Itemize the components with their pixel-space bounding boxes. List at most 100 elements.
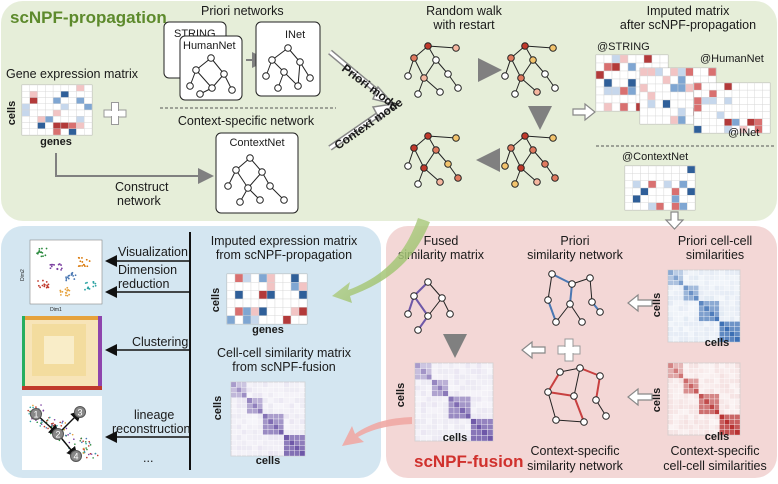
psim-cell (672, 269, 679, 276)
fused-cell (425, 379, 432, 386)
appsim-cell (246, 413, 253, 420)
csim-cell (678, 403, 684, 410)
construct-arrow (55, 153, 214, 184)
app-expr-cell (258, 298, 268, 308)
csim-cell (729, 383, 736, 389)
fused-cell (470, 407, 477, 414)
appsim-cell (278, 392, 285, 399)
tsne-point (45, 247, 48, 250)
app-expr-cell (266, 307, 276, 316)
psim-cell (667, 274, 674, 281)
fused-cell (420, 412, 427, 419)
csim-cell (683, 419, 689, 425)
appsim-cell (299, 445, 306, 451)
expr-cell (76, 84, 85, 92)
appsim-cell (288, 450, 295, 457)
fused-cell (453, 396, 460, 403)
imp-contextnet-cell (624, 180, 633, 189)
graph-node (541, 160, 549, 168)
csim-cell (729, 429, 736, 436)
graph-node (511, 90, 519, 98)
fused-cell (470, 418, 477, 425)
fused-cell (464, 390, 471, 397)
csim-cell (672, 424, 679, 431)
appsim-cell (230, 434, 237, 441)
csim-cell (719, 367, 725, 374)
app-similarity-matrix (230, 381, 306, 457)
csim-cell (724, 409, 730, 415)
fused-label-2: similarity matrix (398, 248, 485, 262)
psim-cell (734, 300, 741, 307)
psim-cell (672, 290, 679, 296)
graph-edge (547, 371, 561, 393)
psim-cell (698, 300, 705, 307)
psim-cell (714, 274, 720, 281)
csim-cell (719, 419, 725, 425)
appsim-cell (241, 429, 248, 436)
imp-humannet-cell (677, 91, 686, 101)
fused-cell (414, 373, 421, 380)
app-expr-cell (274, 315, 284, 325)
csim-cell (693, 388, 700, 395)
tsne-point (39, 286, 42, 289)
csim-cell (729, 393, 736, 400)
appsim-cell (273, 434, 279, 441)
psim-cell (708, 280, 715, 286)
imp-inet-cell (754, 82, 763, 91)
imp-inet-cell (701, 82, 710, 91)
appsim-cell (267, 429, 274, 436)
imp-inet-cell (762, 104, 771, 112)
imp-contextnet-cell (655, 173, 665, 181)
psim-cell (734, 290, 741, 296)
tsne-point (64, 291, 67, 294)
fused-cell (464, 368, 471, 375)
graph-node (586, 274, 594, 282)
imp-inet-cell (701, 97, 710, 105)
lineage-point (35, 406, 37, 408)
psim-cell (683, 321, 689, 327)
csim-cell (698, 367, 705, 374)
imp-string-cell (635, 54, 645, 64)
csim-cell (672, 367, 679, 374)
appsim-cell (241, 434, 248, 441)
app-matrix-genes-label: genes (252, 324, 284, 336)
fused-cell (453, 407, 460, 414)
psim-cell (734, 321, 741, 327)
lineage-point (62, 420, 64, 423)
imp-humannet-cell (639, 75, 648, 85)
fused-cell (431, 401, 438, 408)
imp-inet-cell (724, 89, 733, 98)
psim-cell (729, 280, 736, 286)
fused-cell (481, 401, 488, 408)
csim-cell (729, 378, 736, 384)
lineage-point (54, 423, 56, 426)
csim-cell (698, 393, 705, 400)
appsim-cell (294, 397, 300, 404)
appsim-cell (273, 387, 279, 393)
fused-cell (431, 412, 438, 419)
imp-humannet-cell (685, 67, 694, 77)
imp-humannet-cell (700, 67, 709, 77)
csim-cell (693, 424, 700, 431)
fused-cell (481, 407, 488, 414)
fused-cell (481, 424, 488, 431)
imp-string-cell (611, 102, 621, 112)
app-matrix-cells-label: cells (210, 288, 222, 312)
psim-cell (667, 310, 674, 317)
expr-cell (60, 97, 69, 104)
imp-inet-cell (731, 97, 740, 105)
expr-cell (21, 91, 30, 98)
lineage-point (40, 404, 42, 406)
graph-node (507, 54, 515, 62)
psim-cell (683, 274, 689, 281)
app-expr-cell (266, 290, 276, 300)
graph-edge (413, 295, 429, 317)
expr-cell (37, 122, 46, 129)
expr-cell (29, 91, 38, 98)
fused-cell (470, 362, 477, 369)
csim-cell (678, 429, 684, 436)
lineage-point (58, 439, 61, 442)
appsim-cell (267, 387, 274, 393)
